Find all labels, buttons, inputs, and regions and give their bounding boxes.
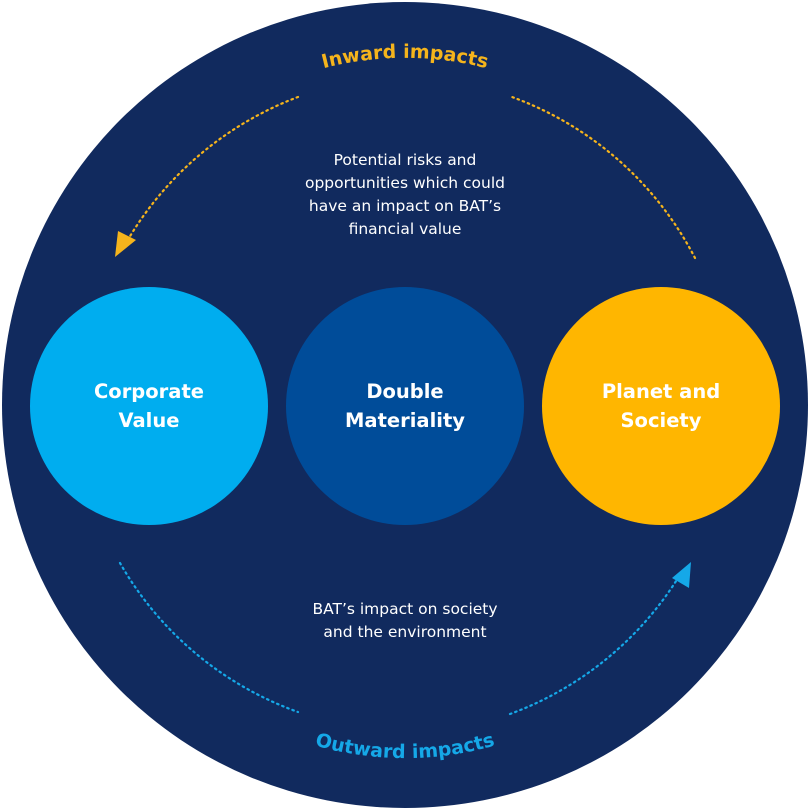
outward-arc bbox=[508, 576, 680, 716]
planet-and-society-circle bbox=[542, 287, 780, 525]
corporate-value-label: Corporate Value bbox=[93, 380, 204, 432]
planet-and-society-label: Planet and Society bbox=[601, 380, 721, 432]
inward-description: Potential risks and opportunities which … bbox=[304, 151, 506, 238]
inward-arc bbox=[124, 95, 300, 245]
double-materiality-circle bbox=[286, 287, 524, 525]
outward-description: BAT’s impact on society and the environm… bbox=[312, 600, 498, 641]
corporate-value-circle bbox=[30, 287, 268, 525]
outward-arrowhead bbox=[672, 562, 691, 588]
outward-arc bbox=[118, 561, 300, 714]
double-materiality-label: Double Materiality bbox=[345, 380, 465, 432]
inward-arrowhead bbox=[115, 231, 136, 257]
